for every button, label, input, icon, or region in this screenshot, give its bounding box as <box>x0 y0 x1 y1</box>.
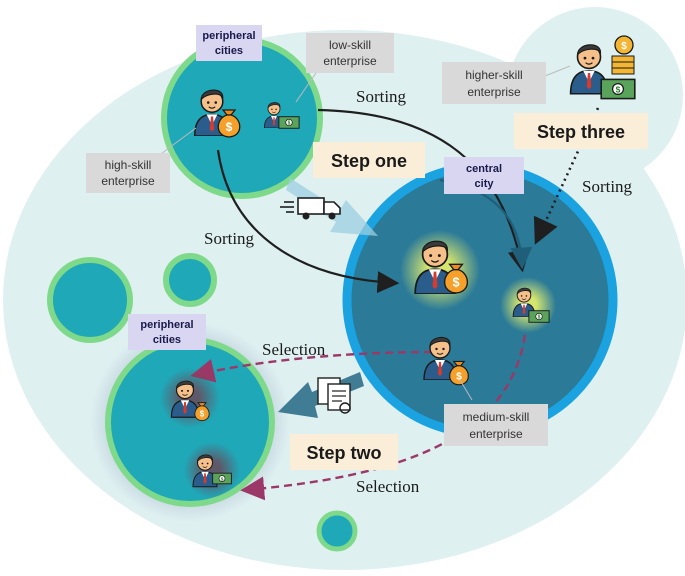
svg-text:Step two: Step two <box>307 443 382 463</box>
svg-text:enterprise: enterprise <box>469 427 523 441</box>
svg-text:Step three: Step three <box>537 122 625 142</box>
cash-icon <box>278 116 300 129</box>
delivery-truck-icon <box>280 197 341 220</box>
svg-text:peripheral: peripheral <box>202 30 255 42</box>
label-peripheral-cities-bottom: peripheral cities <box>128 314 206 350</box>
selection-label-top: Selection <box>262 340 326 359</box>
small-city-circle <box>47 257 133 343</box>
label-low-skill: low-skill enterprise <box>306 33 394 73</box>
cash-icon <box>600 78 636 100</box>
svg-text:cities: cities <box>153 334 181 346</box>
step-two-label: Step two <box>290 434 398 470</box>
svg-text:$: $ <box>621 41 627 52</box>
svg-text:peripheral: peripheral <box>140 319 193 331</box>
step-one-label: Step one <box>313 142 425 178</box>
svg-text:higher-skill: higher-skill <box>465 68 522 82</box>
selection-label-bottom: Selection <box>356 477 420 496</box>
label-high-skill: high-skill enterprise <box>86 153 170 193</box>
svg-text:central: central <box>466 163 502 175</box>
sorting-arrow-top <box>317 108 530 273</box>
svg-text:Step one: Step one <box>331 151 407 171</box>
coin-stack-icon: $ <box>611 35 635 75</box>
label-medium-skill: medium-skill enterprise <box>444 404 548 446</box>
small-city-circle <box>163 253 217 307</box>
document-transfer-icon <box>317 377 351 414</box>
label-peripheral-cities-top: peripheral cities <box>196 25 262 61</box>
sorting-label-top: Sorting <box>356 87 407 106</box>
icon-highlight <box>184 442 240 498</box>
cash-icon <box>528 310 550 323</box>
central-city <box>342 162 618 438</box>
selection-arrow-bottom <box>240 334 527 501</box>
svg-text:low-skill: low-skill <box>329 38 371 52</box>
svg-text:cities: cities <box>215 45 243 57</box>
svg-text:enterprise: enterprise <box>467 85 521 99</box>
icon-highlight <box>160 368 220 428</box>
svg-text:city: city <box>475 178 495 190</box>
sorting-arrow-left <box>216 149 400 294</box>
sorting-label-right: Sorting <box>582 177 633 196</box>
svg-text:medium-skill: medium-skill <box>463 410 530 424</box>
label-central-city: central city <box>444 157 524 194</box>
label-higher-skill: higher-skill enterprise <box>442 62 546 104</box>
svg-text:high-skill: high-skill <box>105 158 152 172</box>
sorting-label-left: Sorting <box>204 229 255 248</box>
step-three-label: Step three <box>514 113 648 149</box>
small-city-circle <box>316 510 358 552</box>
selection-arrow-top <box>190 350 433 383</box>
svg-text:enterprise: enterprise <box>323 54 377 68</box>
svg-text:enterprise: enterprise <box>101 174 155 188</box>
cash-icon <box>212 472 232 485</box>
